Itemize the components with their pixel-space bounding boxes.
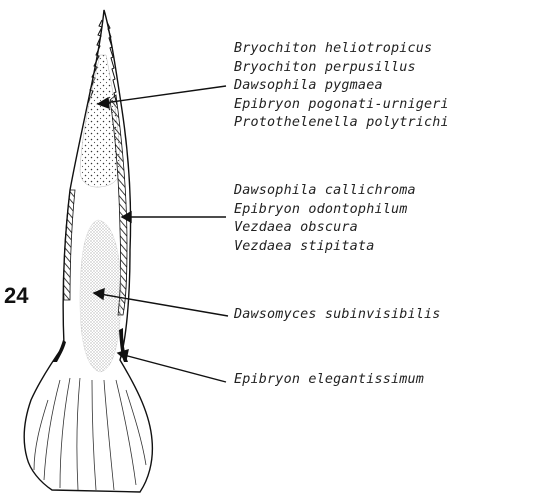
- species-label: Epibryon pogonati-urnigeri: [234, 96, 449, 115]
- species-label: Protothelenella polytrichi: [234, 114, 449, 133]
- label-group-3: Dawsomyces subinvisibilis: [234, 306, 441, 325]
- species-label: Vezdaea obscura: [234, 219, 416, 238]
- species-label: Dawsophila pygmaea: [234, 77, 449, 96]
- species-label: Bryochiton perpusillus: [234, 59, 449, 78]
- pointer-arrow-1: [104, 86, 226, 103]
- pointer-arrow-4: [124, 355, 226, 382]
- species-label: Dawsomyces subinvisibilis: [234, 306, 441, 325]
- species-label: Vezdaea stipitata: [234, 238, 416, 257]
- species-label: Epibryon odontophilum: [234, 201, 416, 220]
- species-label: Epibryon elegantissimum: [234, 371, 424, 390]
- label-group-1: Bryochiton heliotropicus Bryochiton perp…: [234, 40, 449, 133]
- figure-number: 24: [4, 283, 28, 309]
- species-label: Bryochiton heliotropicus: [234, 40, 449, 59]
- label-group-2: Dawsophila callichroma Epibryon odontoph…: [234, 182, 416, 256]
- label-group-4: Epibryon elegantissimum: [234, 371, 424, 390]
- species-label: Dawsophila callichroma: [234, 182, 416, 201]
